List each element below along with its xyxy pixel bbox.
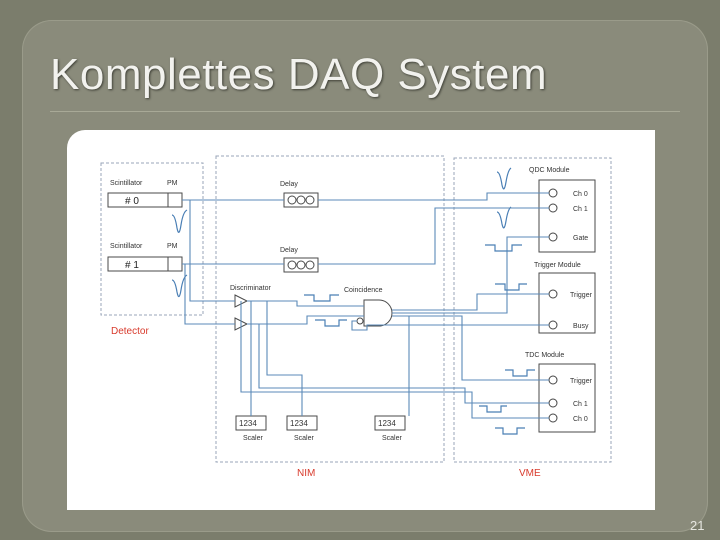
daq-diagram-panel: .box { fill: none; stroke: #9aa6b8; stro… xyxy=(67,130,655,510)
scaler-0-value: 1234 xyxy=(239,419,257,428)
qdc-port-ch0 xyxy=(548,188,558,198)
wire-delay0-qdc xyxy=(318,192,549,201)
scintillator-1-id: # 1 xyxy=(125,260,139,271)
scaler-0-label: Scaler xyxy=(243,435,264,442)
tdc-port-ch0 xyxy=(548,413,558,423)
delay-0-coil xyxy=(305,195,315,205)
tdc-ch1-pulse xyxy=(479,405,507,413)
gate-pulse xyxy=(485,244,522,252)
scaler-2 xyxy=(374,415,406,431)
scaler-1-label: Scaler xyxy=(294,435,315,442)
wire-coinc-gate xyxy=(392,236,549,314)
tdc-port-trigger xyxy=(548,375,558,385)
wire-coinc-tdc-trigger xyxy=(392,315,549,381)
qdc-port-ch0-label: Ch 0 xyxy=(573,191,588,198)
daq-diagram: .box { fill: none; stroke: #9aa6b8; stro… xyxy=(100,155,612,479)
trigger-port-busy-label: Busy xyxy=(573,323,589,330)
coincidence-label: Coincidence xyxy=(344,287,383,294)
photomultiplier-0 xyxy=(167,192,183,208)
delay-1-label: Delay xyxy=(280,247,298,254)
nim-label: NIM xyxy=(297,468,315,479)
tdc-module-title: TDC Module xyxy=(525,352,564,359)
tdc-port-trigger-label: Trigger xyxy=(570,378,593,385)
tdc-module xyxy=(538,363,596,433)
delay-1-coil xyxy=(296,260,306,270)
nim-section-box xyxy=(215,155,445,463)
trigger-module xyxy=(538,272,596,334)
scaler-2-value: 1234 xyxy=(378,419,396,428)
tdc-ch0-pulse xyxy=(495,427,525,435)
trigger-port-trigger xyxy=(548,289,558,299)
scaler-1-value: 1234 xyxy=(290,419,308,428)
tdc-port-ch1 xyxy=(548,398,558,408)
wire-busy-veto xyxy=(351,320,549,331)
wire-discr0-coinc xyxy=(247,300,364,307)
delay-1-coil xyxy=(305,260,315,270)
photomultiplier-1 xyxy=(167,256,183,272)
logic-pulse-1 xyxy=(315,319,347,327)
vme-label: VME xyxy=(519,468,541,479)
scintillator-0-label: Scintillator xyxy=(110,180,143,187)
trigger-port-trigger-label: Trigger xyxy=(570,292,593,299)
qdc-ch1-pulse xyxy=(496,206,512,229)
qdc-port-gate xyxy=(548,232,558,242)
trigger-port-busy xyxy=(548,320,558,330)
signal-wires xyxy=(182,192,549,435)
delay-0-coil xyxy=(296,195,306,205)
qdc-port-ch1-label: Ch 1 xyxy=(573,206,588,213)
tdc-port-ch1-label: Ch 1 xyxy=(573,401,588,408)
qdc-port-gate-label: Gate xyxy=(573,235,588,242)
wire-discr0-tdc xyxy=(240,301,549,419)
tdc-trigger-pulse xyxy=(505,369,535,377)
wire-discr0-scaler1 xyxy=(266,301,303,416)
scintillator-1-label: Scintillator xyxy=(110,243,143,250)
trigger-module-title: Trigger Module xyxy=(534,262,581,269)
detector-section-box xyxy=(100,162,204,316)
qdc-module xyxy=(538,179,596,253)
qdc-ch0-pulse xyxy=(496,167,512,190)
coincidence-gate xyxy=(363,299,393,327)
tdc-port-ch0-label: Ch 0 xyxy=(573,416,588,423)
coincidence-veto-input xyxy=(356,317,364,325)
wire-coinc-trigger xyxy=(392,293,549,311)
pm-0-pulse xyxy=(171,209,188,233)
slide-title: Komplettes DAQ System xyxy=(50,50,548,99)
delay-0-label: Delay xyxy=(280,181,298,188)
scaler-2-label: Scaler xyxy=(382,435,403,442)
wire-delay1-qdc xyxy=(318,207,549,265)
wire-pm0-discr xyxy=(189,200,235,302)
trigger-pulse xyxy=(495,283,527,291)
qdc-port-ch1 xyxy=(548,203,558,213)
logic-pulse-0 xyxy=(304,294,339,302)
pm-1-pulse xyxy=(171,274,188,298)
detector-label: Detector xyxy=(111,326,149,337)
qdc-module-title: QDC Module xyxy=(529,167,570,174)
page-number: 21 xyxy=(690,518,705,533)
discriminator-label: Discriminator xyxy=(230,285,272,292)
title-divider xyxy=(50,111,680,112)
pm-1-label: PM xyxy=(167,243,178,250)
delay-1-coil xyxy=(287,260,297,270)
wire-discr1-coinc xyxy=(247,315,364,325)
wire-discr1-tdc xyxy=(258,324,549,404)
wire-pm1-discr xyxy=(184,264,235,325)
pm-0-label: PM xyxy=(167,180,178,187)
scintillator-0-id: # 0 xyxy=(125,196,139,207)
delay-0-coil xyxy=(287,195,297,205)
